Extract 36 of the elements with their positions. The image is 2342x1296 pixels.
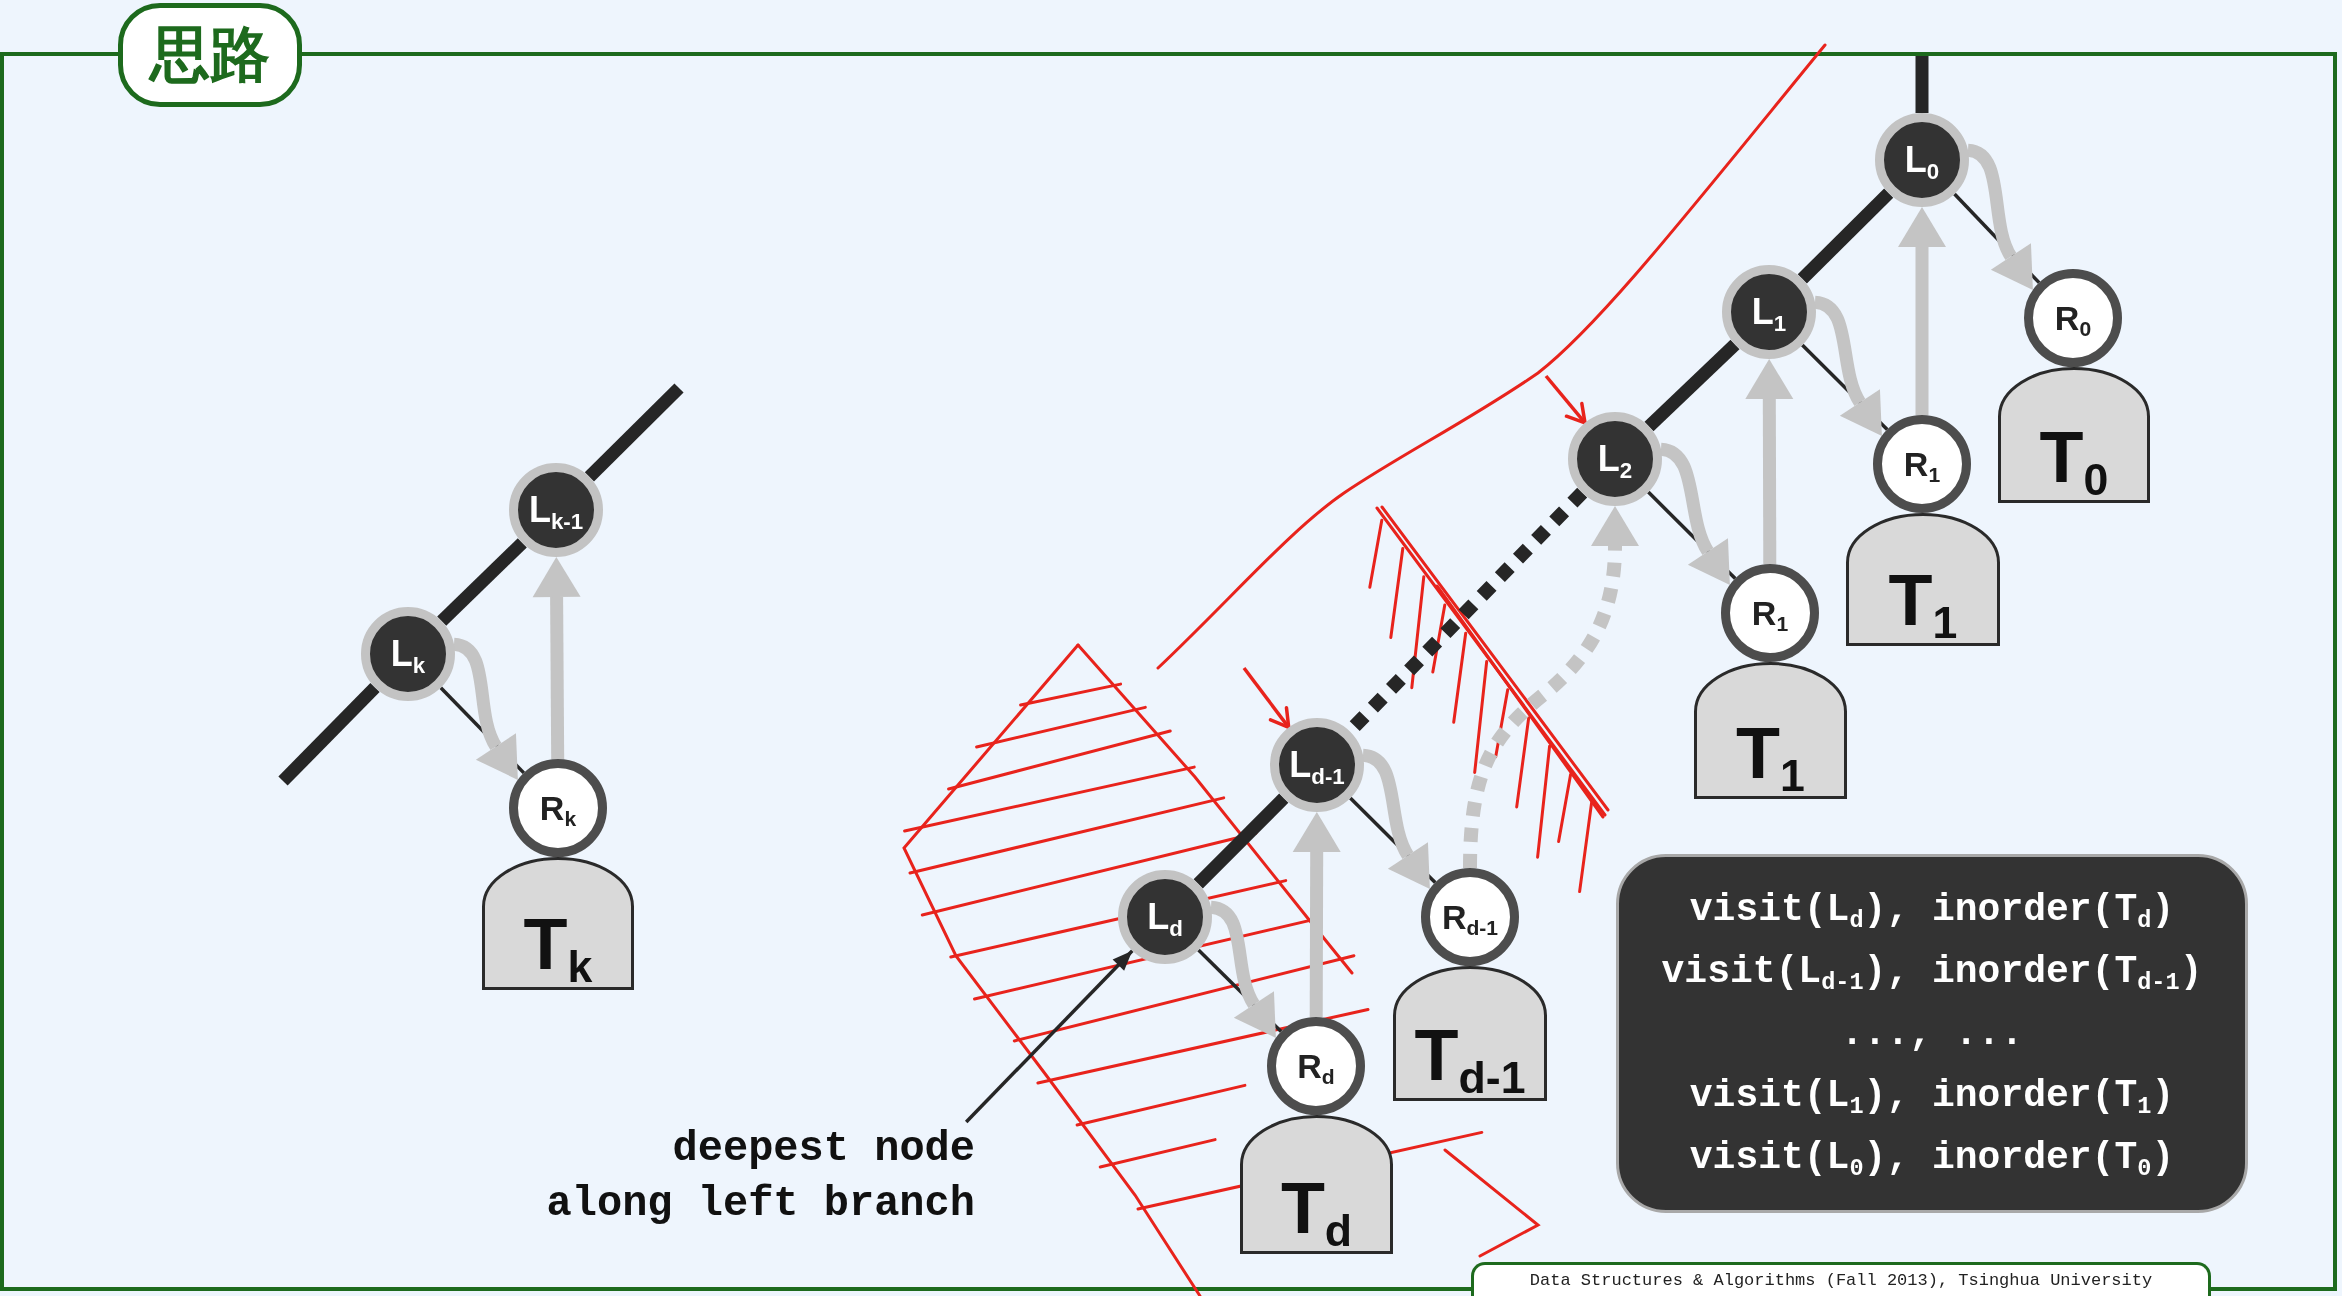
- connector-arrow: [532, 557, 581, 760]
- connector-arrow: [1544, 374, 1587, 425]
- dotted-arrow: [1463, 506, 1639, 869]
- connector-arrow: [1209, 900, 1276, 1040]
- connector-arrow: [1745, 359, 1794, 565]
- code-line: visit(L$_{0}$), inorder(T$_{0}$): [1689, 1134, 2175, 1184]
- connector-line: [1193, 793, 1289, 889]
- connector-line: [1644, 339, 1740, 432]
- code-line: visit(L$_{d}$), inorder(T$_{d}$): [1689, 886, 2175, 936]
- connector-arrow: [1242, 666, 1291, 730]
- connector-arrow: [1966, 143, 2033, 292]
- subtree-shape: T$_{1}$: [1846, 513, 2000, 646]
- connector-arrow: [452, 637, 518, 782]
- title-tab: 思路: [118, 3, 302, 107]
- subtree-shape: T$_{d}$: [1240, 1115, 1393, 1254]
- code-line: ..., ...: [1840, 1010, 2024, 1057]
- connector-line: [584, 383, 684, 482]
- connector-line: [278, 682, 380, 786]
- connector-arrow: [1898, 207, 1946, 415]
- connector-arrow: [1659, 442, 1730, 587]
- subtree-shape: T$_{k}$: [482, 857, 634, 990]
- connector-line: [437, 538, 527, 626]
- code-panel: [1616, 854, 2248, 1213]
- connector-arrow: [1361, 748, 1430, 891]
- subtree-shape: T$_{1}$: [1694, 662, 1847, 799]
- caption-text: deepest node along left branch: [535, 1122, 975, 1232]
- connector-arrow: [964, 949, 1134, 1124]
- connector-line: [1915, 56, 1929, 113]
- code-line: visit(L$_{1}$), inorder(T$_{1}$): [1689, 1072, 2175, 1122]
- connector-arrow: [1813, 295, 1882, 438]
- connector-arrow: [1292, 812, 1341, 1018]
- subtree-shape: T$_{0}$: [1998, 367, 2150, 503]
- footer-tab: Data Structures & Algorithms (Fall 2013), Tsinghua University: [1471, 1262, 2211, 1296]
- subtree-shape: T$_{d-1}$: [1393, 966, 1547, 1101]
- code-line: visit(L$_{d-1}$), inorder(T$_{d-1}$): [1661, 948, 2203, 998]
- connector-line: [1797, 188, 1894, 284]
